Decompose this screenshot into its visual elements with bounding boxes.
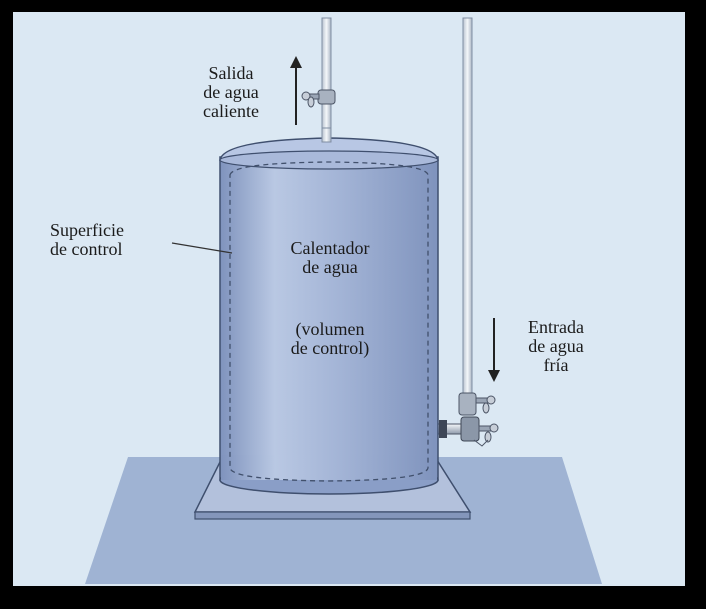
hot-outlet-pipe bbox=[321, 17, 332, 143]
cold-inlet-label-line3: fría bbox=[543, 355, 569, 375]
drain-valve-icon bbox=[460, 416, 499, 447]
hot-outlet-label-line1: Salida bbox=[208, 63, 254, 83]
heater-label-line1: Calentador bbox=[290, 238, 370, 258]
control-surface-label: Superficie de control bbox=[50, 221, 170, 259]
cold-inlet-label-line2: de agua bbox=[528, 336, 584, 356]
cold-inlet-label: Entrada de agua fría bbox=[506, 318, 606, 375]
water-heater-tank bbox=[219, 127, 439, 495]
hot-outlet-label-line3: caliente bbox=[203, 101, 259, 121]
inlet-valve-icon bbox=[458, 392, 496, 416]
heater-label: Calentador de agua bbox=[260, 239, 400, 277]
control-surface-label-line2: de control bbox=[50, 239, 123, 259]
heater-label-line2: de agua bbox=[302, 257, 358, 277]
arrow-down-icon bbox=[488, 318, 500, 382]
control-surface-label-line1: Superficie bbox=[50, 220, 124, 240]
control-surface-leader bbox=[171, 242, 233, 254]
inlet-coupling bbox=[439, 420, 447, 438]
cold-inlet-pipe bbox=[462, 17, 473, 399]
tank-base-edge bbox=[194, 511, 471, 520]
hot-outlet-label: Salida de agua caliente bbox=[178, 64, 284, 121]
control-volume-label: (volumen de control) bbox=[260, 320, 400, 358]
hot-outlet-label-line2: de agua bbox=[203, 82, 259, 102]
outlet-valve-icon bbox=[301, 89, 336, 108]
control-volume-label-line1: (volumen bbox=[295, 319, 365, 339]
arrow-up-icon bbox=[290, 56, 302, 125]
cold-inlet-label-line1: Entrada bbox=[528, 317, 584, 337]
control-volume-label-line2: de control) bbox=[290, 338, 370, 358]
control-surface-boundary bbox=[229, 161, 429, 482]
